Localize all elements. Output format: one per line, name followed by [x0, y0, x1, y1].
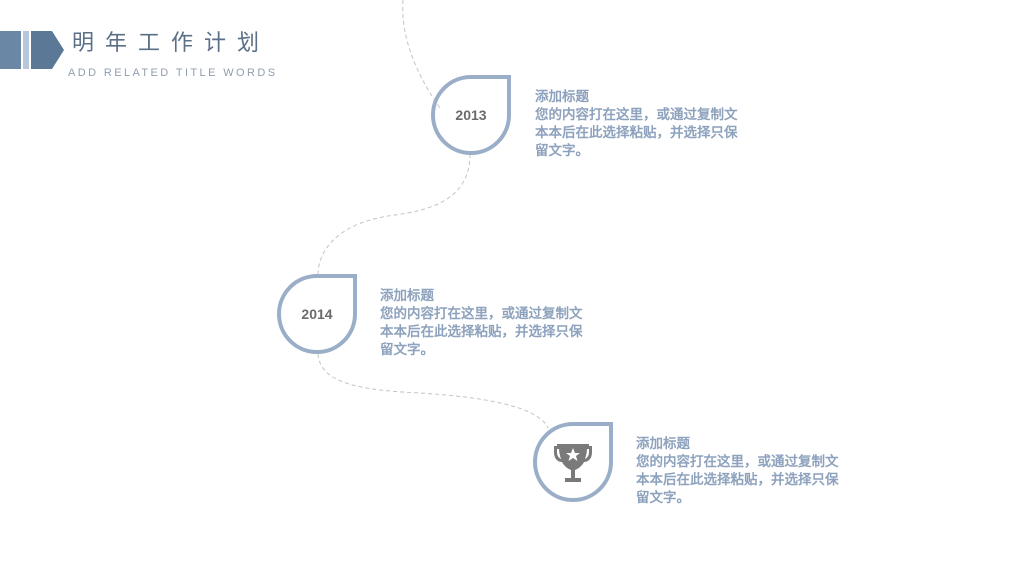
teardrop-ring: [277, 274, 357, 354]
milestone-title: 添加标题: [636, 436, 690, 452]
milestone-text-block: 添加标题 您的内容打在这里，或通过复制文本本后在此选择粘贴，并选择只保留文字。: [636, 435, 846, 507]
trophy-icon: [554, 444, 592, 482]
milestone-description: 您的内容打在这里，或通过复制文本本后在此选择粘贴，并选择只保留文字。: [636, 454, 839, 506]
milestone-year: 2014: [301, 306, 333, 322]
milestone-description: 您的内容打在这里，或通过复制文本本后在此选择粘贴，并选择只保留文字。: [380, 306, 583, 358]
milestone-year: 2013: [455, 107, 487, 123]
milestone-text-block: 添加标题 您的内容打在这里，或通过复制文本本后在此选择粘贴，并选择只保留文字。: [535, 88, 745, 160]
milestone-trophy: [533, 422, 613, 502]
teardrop-ring: [533, 422, 613, 502]
teardrop-ring: [431, 75, 511, 155]
header-accent-bar: [0, 31, 64, 69]
milestone-2013: 2013: [431, 75, 511, 155]
milestone-title: 添加标题: [380, 288, 434, 304]
milestone-description: 您的内容打在这里，或通过复制文本本后在此选择粘贴，并选择只保留文字。: [535, 107, 738, 159]
milestone-title: 添加标题: [535, 89, 589, 105]
milestone-2014: 2014: [277, 274, 357, 354]
page-subtitle: ADD RELATED TITLE WORDS: [68, 67, 278, 79]
page-title: 明年工作计划: [72, 31, 271, 56]
milestone-text-block: 添加标题 您的内容打在这里，或通过复制文本本后在此选择粘贴，并选择只保留文字。: [380, 287, 590, 359]
